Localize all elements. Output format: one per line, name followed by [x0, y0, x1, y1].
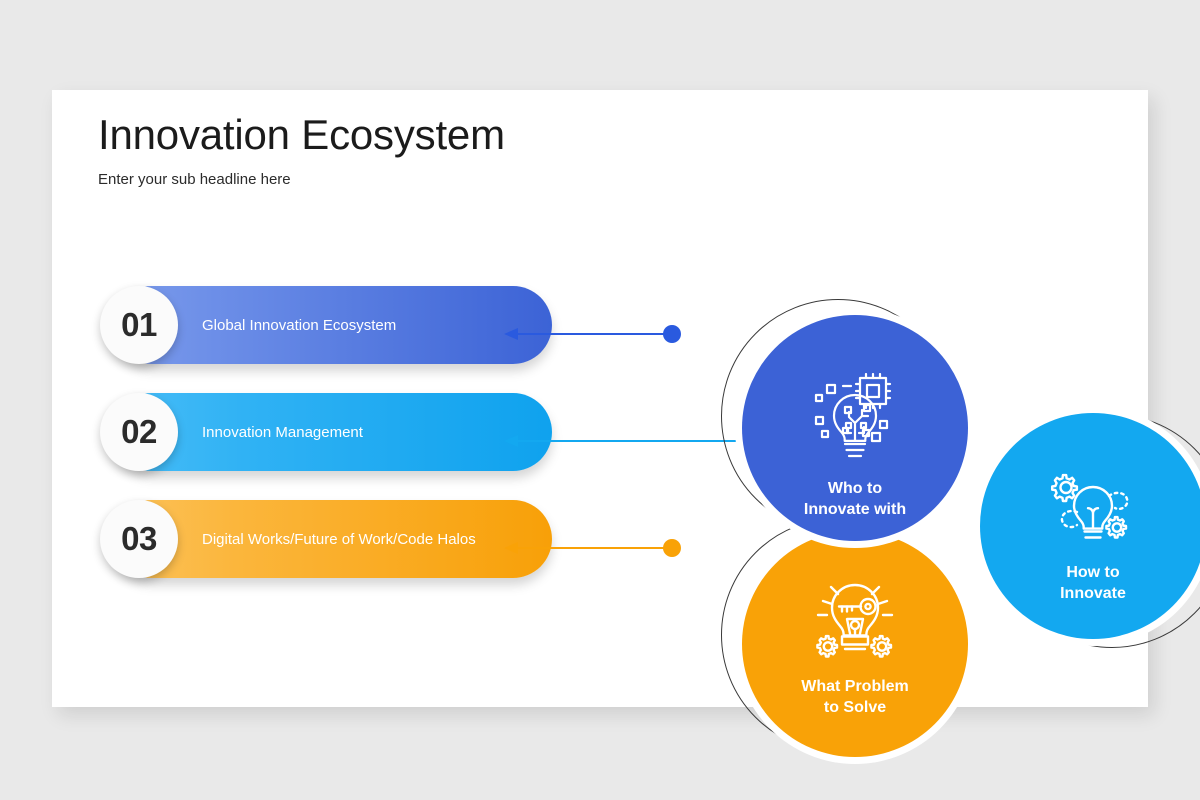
page-title: Innovation Ecosystem: [98, 111, 505, 158]
step-row[interactable]: Digital Works/Future of Work/Code Halos …: [100, 500, 560, 578]
circles-cluster: How to Innovate: [637, 200, 1200, 764]
circle-caption-how: How to Innovate: [1060, 564, 1126, 603]
step-badge-2: 02: [100, 393, 178, 471]
circle-how-to-innovate[interactable]: How to Innovate: [980, 413, 1200, 639]
step-label-2: Innovation Management: [202, 423, 363, 441]
step-badge-3: 03: [100, 500, 178, 578]
lightbulb-gears-icon: [1047, 465, 1139, 554]
step-pill-1[interactable]: [112, 286, 552, 364]
step-row[interactable]: Innovation Management 02: [100, 393, 560, 471]
steps-list: Global Innovation Ecosystem 01 Innovatio…: [100, 286, 560, 607]
step-number-1: 01: [121, 306, 157, 343]
heading-block: Innovation Ecosystem Enter your sub head…: [98, 111, 505, 189]
lightbulb-circuit-chip-icon: [808, 372, 902, 470]
step-badge-1: 01: [100, 286, 178, 364]
step-number-2: 02: [121, 413, 157, 450]
circle-caption-what: What Problem to Solve: [801, 678, 909, 717]
circle-caption-who: Who to Innovate with: [803, 480, 907, 519]
page-subtitle: Enter your sub headline here: [98, 171, 291, 189]
step-label-3: Digital Works/Future of Work/Code Halos: [202, 530, 476, 548]
slide-card: Innovation Ecosystem Enter your sub head…: [52, 90, 1200, 764]
circle-what-problem-to-solve[interactable]: What Problem to Solve: [742, 531, 968, 757]
circle-who-to-innovate-with[interactable]: Who to Innovate with: [742, 315, 968, 541]
step-row[interactable]: Global Innovation Ecosystem 01: [100, 286, 560, 364]
step-label-1: Global Innovation Ecosystem: [202, 316, 397, 334]
lightbulb-key-gears-icon: [809, 577, 901, 668]
step-number-3: 03: [121, 520, 157, 557]
step-pill-2[interactable]: [112, 393, 552, 471]
step-pill-3[interactable]: [112, 500, 552, 578]
